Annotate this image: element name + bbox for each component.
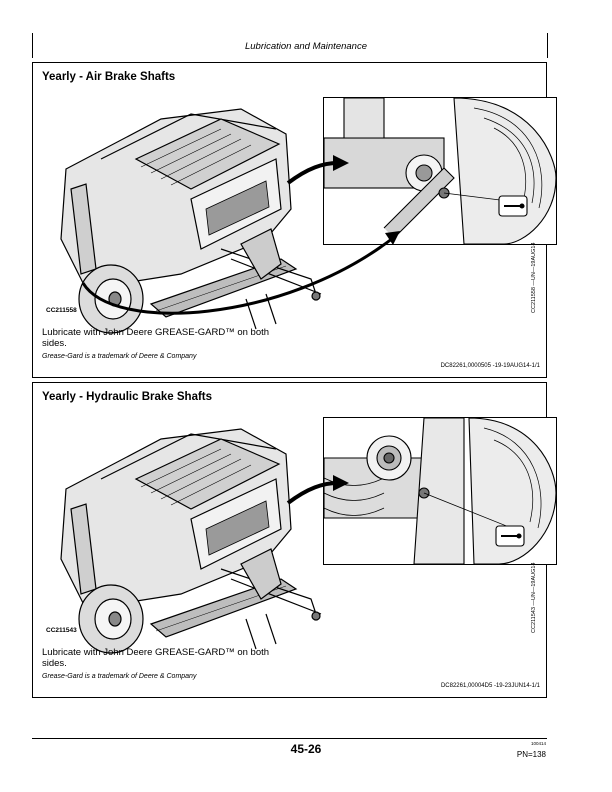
- figure-id: CC211558: [46, 307, 77, 314]
- figure-id: CC211543: [46, 627, 77, 634]
- baler-illustration: [41, 409, 325, 659]
- trademark-note: Grease-Gard is a trademark of Deere & Co…: [42, 353, 197, 360]
- instruction-text: Lubricate with John Deere GREASE-GARD™ o…: [42, 647, 270, 669]
- running-header: Lubrication and Maintenance: [244, 41, 367, 52]
- section-title: Yearly - Hydraulic Brake Shafts: [42, 391, 213, 403]
- page-number: 45-26: [290, 742, 322, 756]
- instruction-text: Lubricate with John Deere GREASE-GARD™ o…: [42, 327, 270, 349]
- trademark-note: Grease-Gard is a trademark of Deere & Co…: [42, 673, 197, 680]
- document-code: DC82261,0000505 -19-19AUG14-1/1: [440, 363, 540, 369]
- baler-illustration: [41, 89, 325, 339]
- header-rule-right: [547, 33, 548, 58]
- header-rule-left: [32, 33, 33, 58]
- footer-code: 100414: [530, 741, 546, 746]
- brake-shaft-detail-inset: [323, 417, 557, 565]
- section-title: Yearly - Air Brake Shafts: [42, 71, 176, 83]
- brake-shaft-detail-inset: [323, 97, 557, 245]
- section-hydraulic-brake-shafts: Yearly - Hydraulic Brake Shafts: [32, 382, 557, 698]
- document-code: DC82261,00004D5 -19-23JUN14-1/1: [440, 683, 540, 689]
- side-code: CC211558 —UN—19AUG14: [531, 242, 537, 313]
- footer-rule: [32, 738, 547, 739]
- side-code: CC211543 —UN—19AUG14: [531, 562, 537, 633]
- pn-label: PN=138: [516, 750, 546, 759]
- section-air-brake-shafts: Yearly - Air Brake Shafts: [32, 62, 557, 378]
